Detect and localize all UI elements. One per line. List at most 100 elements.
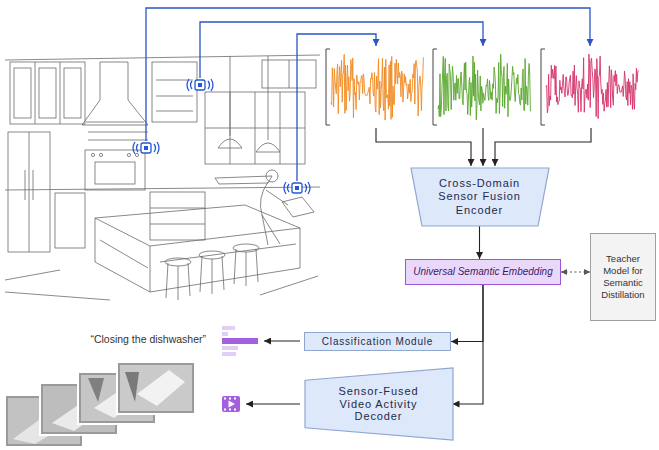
kitchen-sketch xyxy=(29,132,30,252)
prediction-label: “Closing the dishwasher” xyxy=(30,333,206,345)
kitchen-sketch xyxy=(205,92,305,164)
kitchen-sketch xyxy=(200,256,224,294)
text-block: Sensor-Fused Video Activity Decoder xyxy=(323,385,435,423)
node-text: Sensor-Fused Video Activity Decoder xyxy=(323,385,435,423)
kitchen-sketch xyxy=(152,62,197,122)
node-text: Universal Semantic Embedding xyxy=(413,266,553,278)
fusion-input-arrow xyxy=(376,128,471,166)
class-bar-chart xyxy=(222,326,258,356)
kitchen-sketch xyxy=(215,176,272,184)
signal-waveform xyxy=(438,54,530,120)
class-bar-chart xyxy=(222,352,236,356)
sensor-icon xyxy=(295,186,299,190)
video-icon xyxy=(224,409,226,411)
kitchen-sketch xyxy=(100,240,296,268)
sensor-signal-wire xyxy=(146,8,590,141)
kitchen-sketch xyxy=(25,170,26,200)
sensor-icon xyxy=(144,146,148,150)
kitchen-sketch xyxy=(282,197,314,217)
kitchen-sketch xyxy=(205,92,305,164)
video-icon xyxy=(222,396,240,412)
kitchen-sketch xyxy=(60,62,61,124)
kitchen-sketch xyxy=(262,60,316,88)
kitchen-sketch xyxy=(91,153,94,156)
kitchen-sketch xyxy=(95,205,300,246)
kitchen-sketch xyxy=(150,192,205,240)
flow-arrow xyxy=(453,285,484,404)
video-icon xyxy=(229,398,231,400)
kitchen-sketch xyxy=(268,56,269,140)
signal-axis xyxy=(326,49,545,125)
video-icon xyxy=(224,398,226,400)
text-block: Classification Module xyxy=(322,336,433,348)
kitchen-sketch xyxy=(266,170,278,182)
kitchen-sketch xyxy=(55,193,85,248)
flow-arrow xyxy=(479,226,480,259)
text-block: Teacher Model for Semantic Distillation xyxy=(594,253,652,301)
kitchen-sketch xyxy=(5,55,320,300)
fusion-input-arrow xyxy=(376,128,591,166)
kitchen-sketch xyxy=(165,258,191,266)
video-icon xyxy=(234,409,236,411)
flow-arrow xyxy=(451,285,483,342)
sensor-signal-wire xyxy=(146,8,590,181)
text-block: Universal Semantic Embedding xyxy=(413,266,553,278)
node-text: Teacher Model for Semantic Distillation xyxy=(594,253,652,301)
kitchen-sketch xyxy=(5,55,320,60)
connector-group xyxy=(451,226,590,404)
class-bar-chart xyxy=(222,346,238,350)
kitchen-sketch xyxy=(127,153,130,156)
kitchen-sketch xyxy=(88,132,148,140)
signal-axis xyxy=(541,49,545,125)
class-bar-chart xyxy=(222,338,258,344)
embedding-box: Universal Semantic Embedding xyxy=(405,259,561,285)
video-icon xyxy=(229,409,231,411)
signal-axis xyxy=(433,49,437,125)
fusion-input-arrow xyxy=(495,128,591,166)
video-icon xyxy=(234,398,236,400)
kitchen-sketch xyxy=(234,249,258,286)
kitchen-sketch xyxy=(5,270,318,300)
block-outline xyxy=(305,368,453,440)
fusion-input-arrow xyxy=(482,128,483,166)
class-bar-chart xyxy=(222,332,228,336)
sensor-icon xyxy=(292,183,302,193)
kitchen-sketch xyxy=(35,62,36,124)
video-icon xyxy=(229,401,236,408)
kitchen-sketch xyxy=(166,263,190,300)
text-block: Cross-Domain Sensor Fusion Encoder xyxy=(427,177,533,217)
block-outline xyxy=(411,168,549,226)
kitchen-sketch xyxy=(82,62,148,125)
encoder-block: Cross-Domain Sensor Fusion Encoder xyxy=(411,168,549,226)
sensor-icon xyxy=(195,80,205,90)
video-frames xyxy=(88,378,104,402)
sensor-icon xyxy=(284,182,310,194)
video-frames xyxy=(117,362,195,414)
kitchen-sketch xyxy=(5,187,320,190)
kitchen-sketch xyxy=(230,56,231,136)
kitchen-sketch xyxy=(14,68,31,118)
decoder-block: Sensor-Fused Video Activity Decoder xyxy=(305,368,453,440)
kitchen-sketch xyxy=(256,143,280,152)
sensor-icon xyxy=(133,79,310,194)
signal-waveform xyxy=(331,54,423,120)
output-arrow xyxy=(246,403,300,404)
kitchen-sketch xyxy=(8,132,50,252)
kitchen-sketch xyxy=(99,153,102,156)
signal-waveform xyxy=(546,54,638,118)
kitchen-sketch xyxy=(86,122,144,123)
video-frames xyxy=(117,362,195,414)
kitchen-sketch xyxy=(33,170,34,200)
sensor-icon xyxy=(141,143,151,153)
distillation-link xyxy=(561,271,590,272)
kitchen-sketch xyxy=(260,182,288,245)
video-frames xyxy=(120,365,192,411)
video-frames xyxy=(137,370,185,406)
kitchen-sketch xyxy=(95,218,150,292)
classification-box: Classification Module xyxy=(304,332,451,351)
kitchen-sketch xyxy=(150,208,205,224)
sensor-icon xyxy=(187,79,213,91)
kitchen-sketch xyxy=(233,244,259,252)
